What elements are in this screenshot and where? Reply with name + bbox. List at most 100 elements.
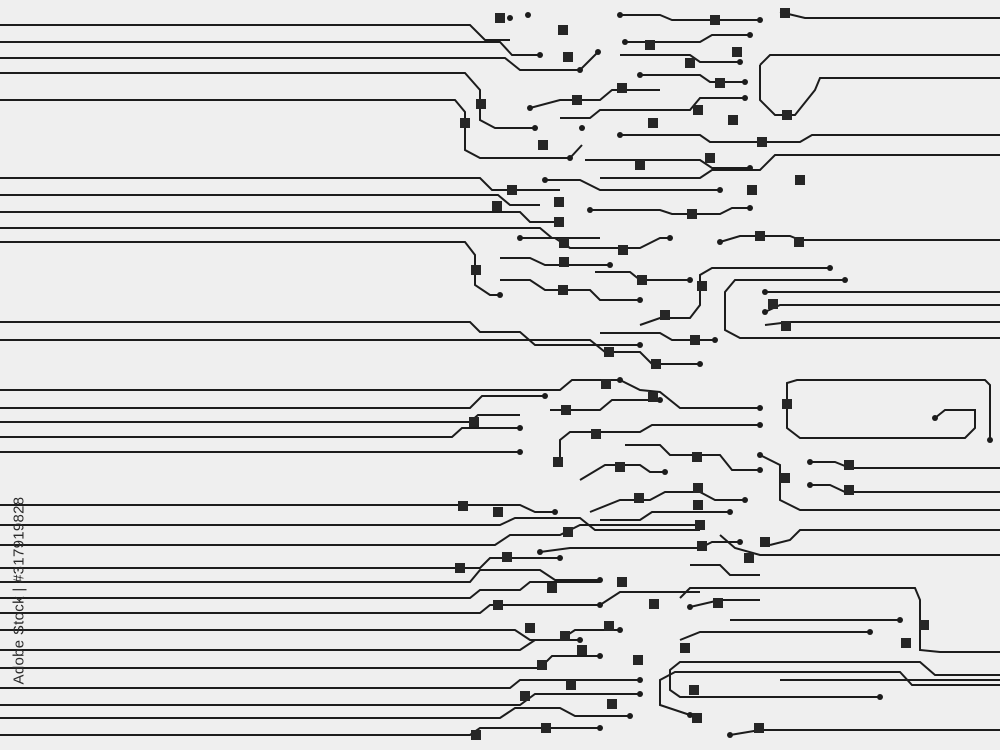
- chip-component: [844, 460, 854, 470]
- circuit-trace: [0, 639, 580, 651]
- chip-component: [493, 600, 503, 610]
- solder-pad: [897, 617, 903, 623]
- chip-component: [692, 713, 702, 723]
- circuit-trace: [619, 379, 760, 409]
- solder-pad: [617, 627, 623, 633]
- circuit-trace: [0, 504, 555, 513]
- solder-pad: [742, 497, 748, 503]
- solder-pad: [557, 555, 563, 561]
- chip-component: [469, 417, 479, 427]
- circuit-trace: [0, 727, 600, 736]
- circuit-trace: [620, 134, 1000, 143]
- chip-component: [502, 552, 512, 562]
- chip-component: [563, 52, 573, 62]
- solder-pad: [657, 397, 663, 403]
- circuit-trace: [589, 491, 745, 513]
- chip-component: [495, 13, 505, 23]
- solder-pad: [842, 277, 848, 283]
- chip-component: [660, 310, 670, 320]
- solder-pad: [662, 469, 668, 475]
- solder-pad: [877, 694, 883, 700]
- solder-pad: [627, 713, 633, 719]
- chip-component: [635, 160, 645, 170]
- circuit-trace: [539, 541, 740, 553]
- chip-component: [471, 265, 481, 275]
- chip-component: [697, 281, 707, 291]
- chip-component: [690, 335, 700, 345]
- solder-pad: [597, 725, 603, 731]
- stock-watermark: Adobe Stock | #317919828: [4, 496, 34, 684]
- chip-component: [693, 105, 703, 115]
- circuit-trace: [810, 484, 1000, 493]
- solder-pad: [597, 577, 603, 583]
- circuit-trace: [595, 271, 690, 281]
- circuit-trace: [0, 427, 520, 438]
- chip-component: [492, 201, 502, 211]
- circuit-trace: [625, 34, 750, 43]
- chip-component: [572, 95, 582, 105]
- chip-component: [615, 462, 625, 472]
- solder-pad: [747, 32, 753, 38]
- circuit-trace: [500, 257, 610, 266]
- circuit-trace: [0, 591, 700, 614]
- chip-component: [537, 660, 547, 670]
- chip-component: [901, 638, 911, 648]
- circuit-trace: [669, 661, 1000, 698]
- solder-pad: [567, 155, 573, 161]
- solder-pad: [742, 79, 748, 85]
- solder-pad: [717, 187, 723, 193]
- solder-pad: [762, 289, 768, 295]
- circuit-trace: [0, 51, 599, 71]
- chip-component: [645, 40, 655, 50]
- chip-component: [633, 655, 643, 665]
- solder-pad: [577, 67, 583, 73]
- solder-pad: [587, 207, 593, 213]
- chip-component: [780, 473, 790, 483]
- circuit-trace: [0, 211, 560, 223]
- chip-component: [637, 275, 647, 285]
- solder-pad: [717, 239, 723, 245]
- circuit-trace: [0, 395, 545, 409]
- circuit-trace: [786, 405, 976, 439]
- chip-component: [794, 237, 804, 247]
- chip-component: [715, 78, 725, 88]
- solder-pad: [757, 467, 763, 473]
- solder-pad: [622, 39, 628, 45]
- solder-pad: [757, 452, 763, 458]
- chip-component: [618, 245, 628, 255]
- chip-component: [455, 563, 465, 573]
- solder-pad: [579, 125, 585, 131]
- solder-pad: [867, 629, 873, 635]
- chip-component: [553, 457, 563, 467]
- solder-pad: [517, 449, 523, 455]
- solder-pad: [747, 165, 753, 171]
- circuit-trace: [0, 693, 640, 706]
- solder-pad: [597, 653, 603, 659]
- solder-pad: [637, 297, 643, 303]
- solder-pad: [687, 277, 693, 283]
- chip-component: [561, 405, 571, 415]
- solder-pad: [687, 604, 693, 610]
- chip-component: [689, 685, 699, 695]
- circuit-trace: [550, 399, 660, 411]
- circuit-trace: [0, 655, 600, 669]
- solder-pad: [527, 105, 533, 111]
- solder-pad: [617, 377, 623, 383]
- chip-component: [648, 392, 658, 402]
- chip-component: [604, 347, 614, 357]
- chip-component: [697, 541, 707, 551]
- chip-component: [693, 500, 703, 510]
- circuit-trace: [779, 11, 1000, 19]
- chip-component: [844, 485, 854, 495]
- chip-component: [541, 723, 551, 733]
- circuit-trace: [500, 279, 640, 301]
- chip-component: [649, 599, 659, 609]
- solder-pad: [932, 415, 938, 421]
- circuit-trace: [545, 179, 720, 191]
- chip-component: [782, 399, 792, 409]
- solder-pad: [827, 265, 833, 271]
- circuit-trace: [620, 54, 740, 63]
- circuit-trace: [0, 227, 600, 239]
- solder-pad: [747, 205, 753, 211]
